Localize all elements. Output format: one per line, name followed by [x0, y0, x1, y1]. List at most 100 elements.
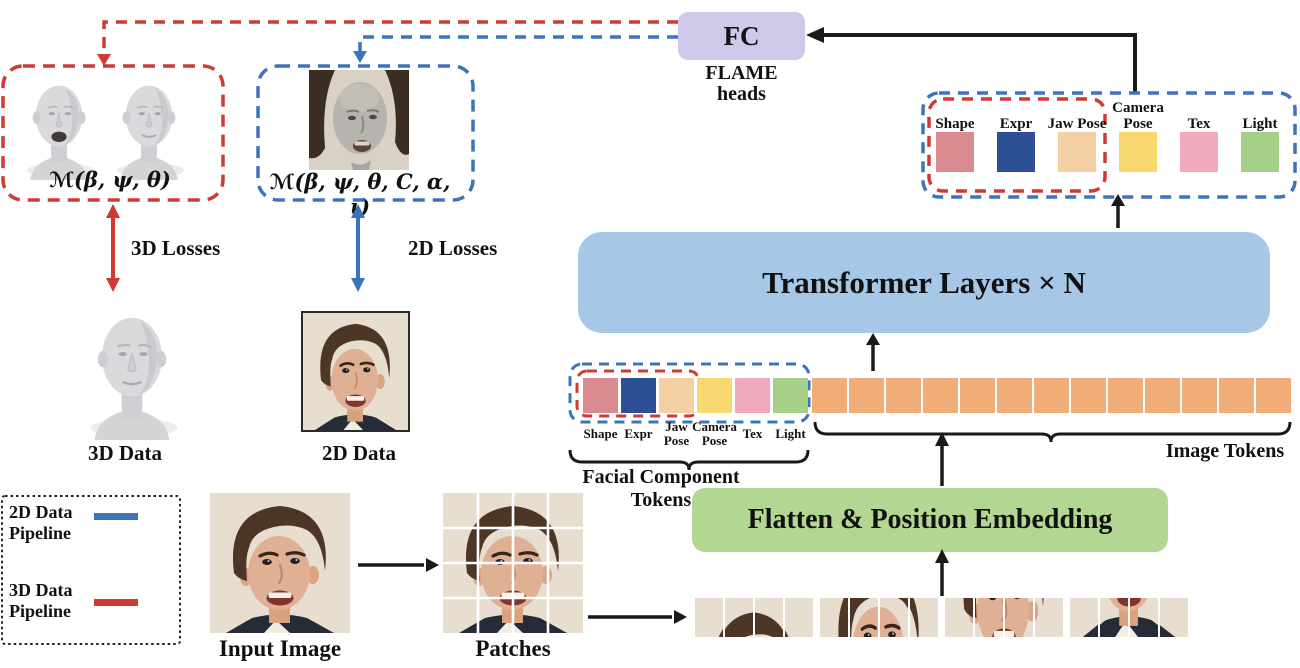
token-expr-swatch	[997, 132, 1035, 172]
patches-image	[443, 493, 583, 633]
flame-heads-line2: heads	[717, 83, 766, 105]
patch-cell	[1035, 598, 1063, 637]
image-token-row	[812, 378, 1291, 413]
transformer-layers-box: Transformer Layers × N	[578, 232, 1270, 333]
blue-pipeline-arrowhead	[353, 51, 367, 63]
patch-cell	[850, 598, 878, 637]
2d-losses-label: 2D Losses	[408, 236, 498, 260]
flame-heads-line1: FLAME	[705, 62, 778, 84]
token-expr: Expr	[997, 99, 1035, 172]
token-jaw-pose: Jaw Pose	[659, 378, 694, 449]
image-token	[997, 378, 1032, 413]
token-tex: Tex	[1180, 99, 1218, 172]
tokens-to-fc-arrowhead	[806, 27, 824, 43]
input-image-label: Input Image	[218, 636, 342, 661]
legend-2d-pipeline-label: 2D Data Pipeline	[9, 502, 73, 543]
legend-3d-pipeline-swatch	[94, 599, 138, 606]
token-expr-label: Expr	[624, 426, 653, 441]
patch-cell	[1130, 598, 1158, 637]
token-camera-pose-swatch	[697, 378, 732, 413]
patch-cell	[975, 598, 1003, 637]
2d-data-label: 2D Data	[321, 441, 397, 465]
token-tex: Tex	[735, 378, 770, 449]
token-shape-label: Shape	[583, 426, 618, 441]
token-expr-label: Expr	[999, 116, 1033, 132]
token-shape-swatch	[583, 378, 618, 413]
image-token	[1145, 378, 1180, 413]
patch-grid-lines	[443, 493, 583, 633]
patch-strip-group	[1070, 598, 1188, 637]
token-tex-swatch	[1180, 132, 1218, 172]
image-token	[1108, 378, 1143, 413]
red-pipeline-connector	[102, 20, 678, 56]
image-token	[923, 378, 958, 413]
token-tex-label: Tex	[742, 426, 763, 441]
token-tex-label: Tex	[1187, 116, 1211, 132]
patch-cell	[755, 598, 783, 637]
image-token	[1182, 378, 1217, 413]
legend-3d-pipeline-label: 3D Data Pipeline	[9, 580, 73, 621]
token-jaw-pose: Jaw Pose	[1048, 99, 1106, 172]
token-shape: Shape	[935, 99, 975, 172]
3d-head-render-open-mouth	[12, 68, 106, 180]
token-expr: Expr	[621, 378, 656, 449]
token-light: Light	[1241, 99, 1279, 172]
patch-cell	[1160, 598, 1188, 637]
token-shape: Shape	[583, 378, 618, 449]
token-light-swatch	[773, 378, 808, 413]
input-to-patches-arrowhead	[426, 558, 439, 572]
patch-cell	[910, 598, 938, 637]
patch-cell	[880, 598, 908, 637]
flame-2d-formula: ℳ(β, ψ, θ, C, α, ι)	[269, 169, 451, 219]
token-camera-pose: Camera Pose	[1112, 99, 1164, 172]
tokens-to-transformer-arrowhead	[866, 333, 880, 345]
token-shape-swatch	[936, 132, 974, 172]
patches-to-strip-arrowhead	[674, 610, 687, 624]
image-tokens-brace	[813, 421, 1292, 443]
flatten-position-embedding-box: Flatten & Position Embedding	[692, 488, 1168, 552]
image-token	[886, 378, 921, 413]
patch-strip-group	[945, 598, 1063, 637]
patch-strip-group	[820, 598, 938, 637]
patch-cell	[785, 598, 813, 637]
3d-losses-label: 3D Losses	[131, 236, 221, 260]
image-token	[812, 378, 847, 413]
token-jaw-pose-label: Jaw Pose	[1047, 116, 1107, 132]
patch-cell	[820, 598, 848, 637]
image-token	[849, 378, 884, 413]
token-light: Light	[773, 378, 808, 449]
token-camera-pose: Camera Pose	[692, 378, 737, 449]
textured-face-render	[309, 70, 409, 170]
2d-data-photo	[301, 311, 410, 432]
input-image	[210, 493, 350, 633]
blue-pipeline-connector	[358, 35, 678, 53]
3d-head-render-neutral	[116, 84, 186, 180]
patch-strip-group	[695, 598, 813, 637]
token-light-swatch	[1241, 132, 1279, 172]
token-light-label: Light	[775, 426, 806, 441]
patch-cell	[1005, 598, 1033, 637]
patch-cell	[725, 598, 753, 637]
image-token	[1219, 378, 1254, 413]
image-tokens-label: Image Tokens	[1165, 440, 1285, 462]
patch-cell	[945, 598, 973, 637]
fc-box: FC	[678, 12, 805, 60]
transformer-to-tokens-arrowhead	[1111, 194, 1125, 206]
patch-cell	[695, 598, 723, 637]
token-jaw-pose-swatch	[659, 378, 694, 413]
patch-cell	[1100, 598, 1128, 637]
output-token-row: Shape Expr Jaw Pose Camera Pose Tex Ligh…	[935, 99, 1279, 172]
token-shape-label: Shape	[935, 116, 975, 132]
token-camera-pose-label: Camera Pose	[1112, 100, 1164, 132]
patches-label: Patches	[475, 636, 551, 661]
image-token	[1071, 378, 1106, 413]
facial-component-tokens-label: Facial Component Tokens	[582, 466, 740, 511]
patch-cell	[1070, 598, 1098, 637]
token-camera-pose-swatch	[1119, 132, 1157, 172]
legend-2d-pipeline-swatch	[94, 513, 138, 520]
flatten-to-tokens-arrowhead	[935, 432, 949, 446]
tokens-to-fc-connector	[822, 33, 1137, 92]
image-token	[960, 378, 995, 413]
token-jaw-pose-swatch	[1058, 132, 1096, 172]
